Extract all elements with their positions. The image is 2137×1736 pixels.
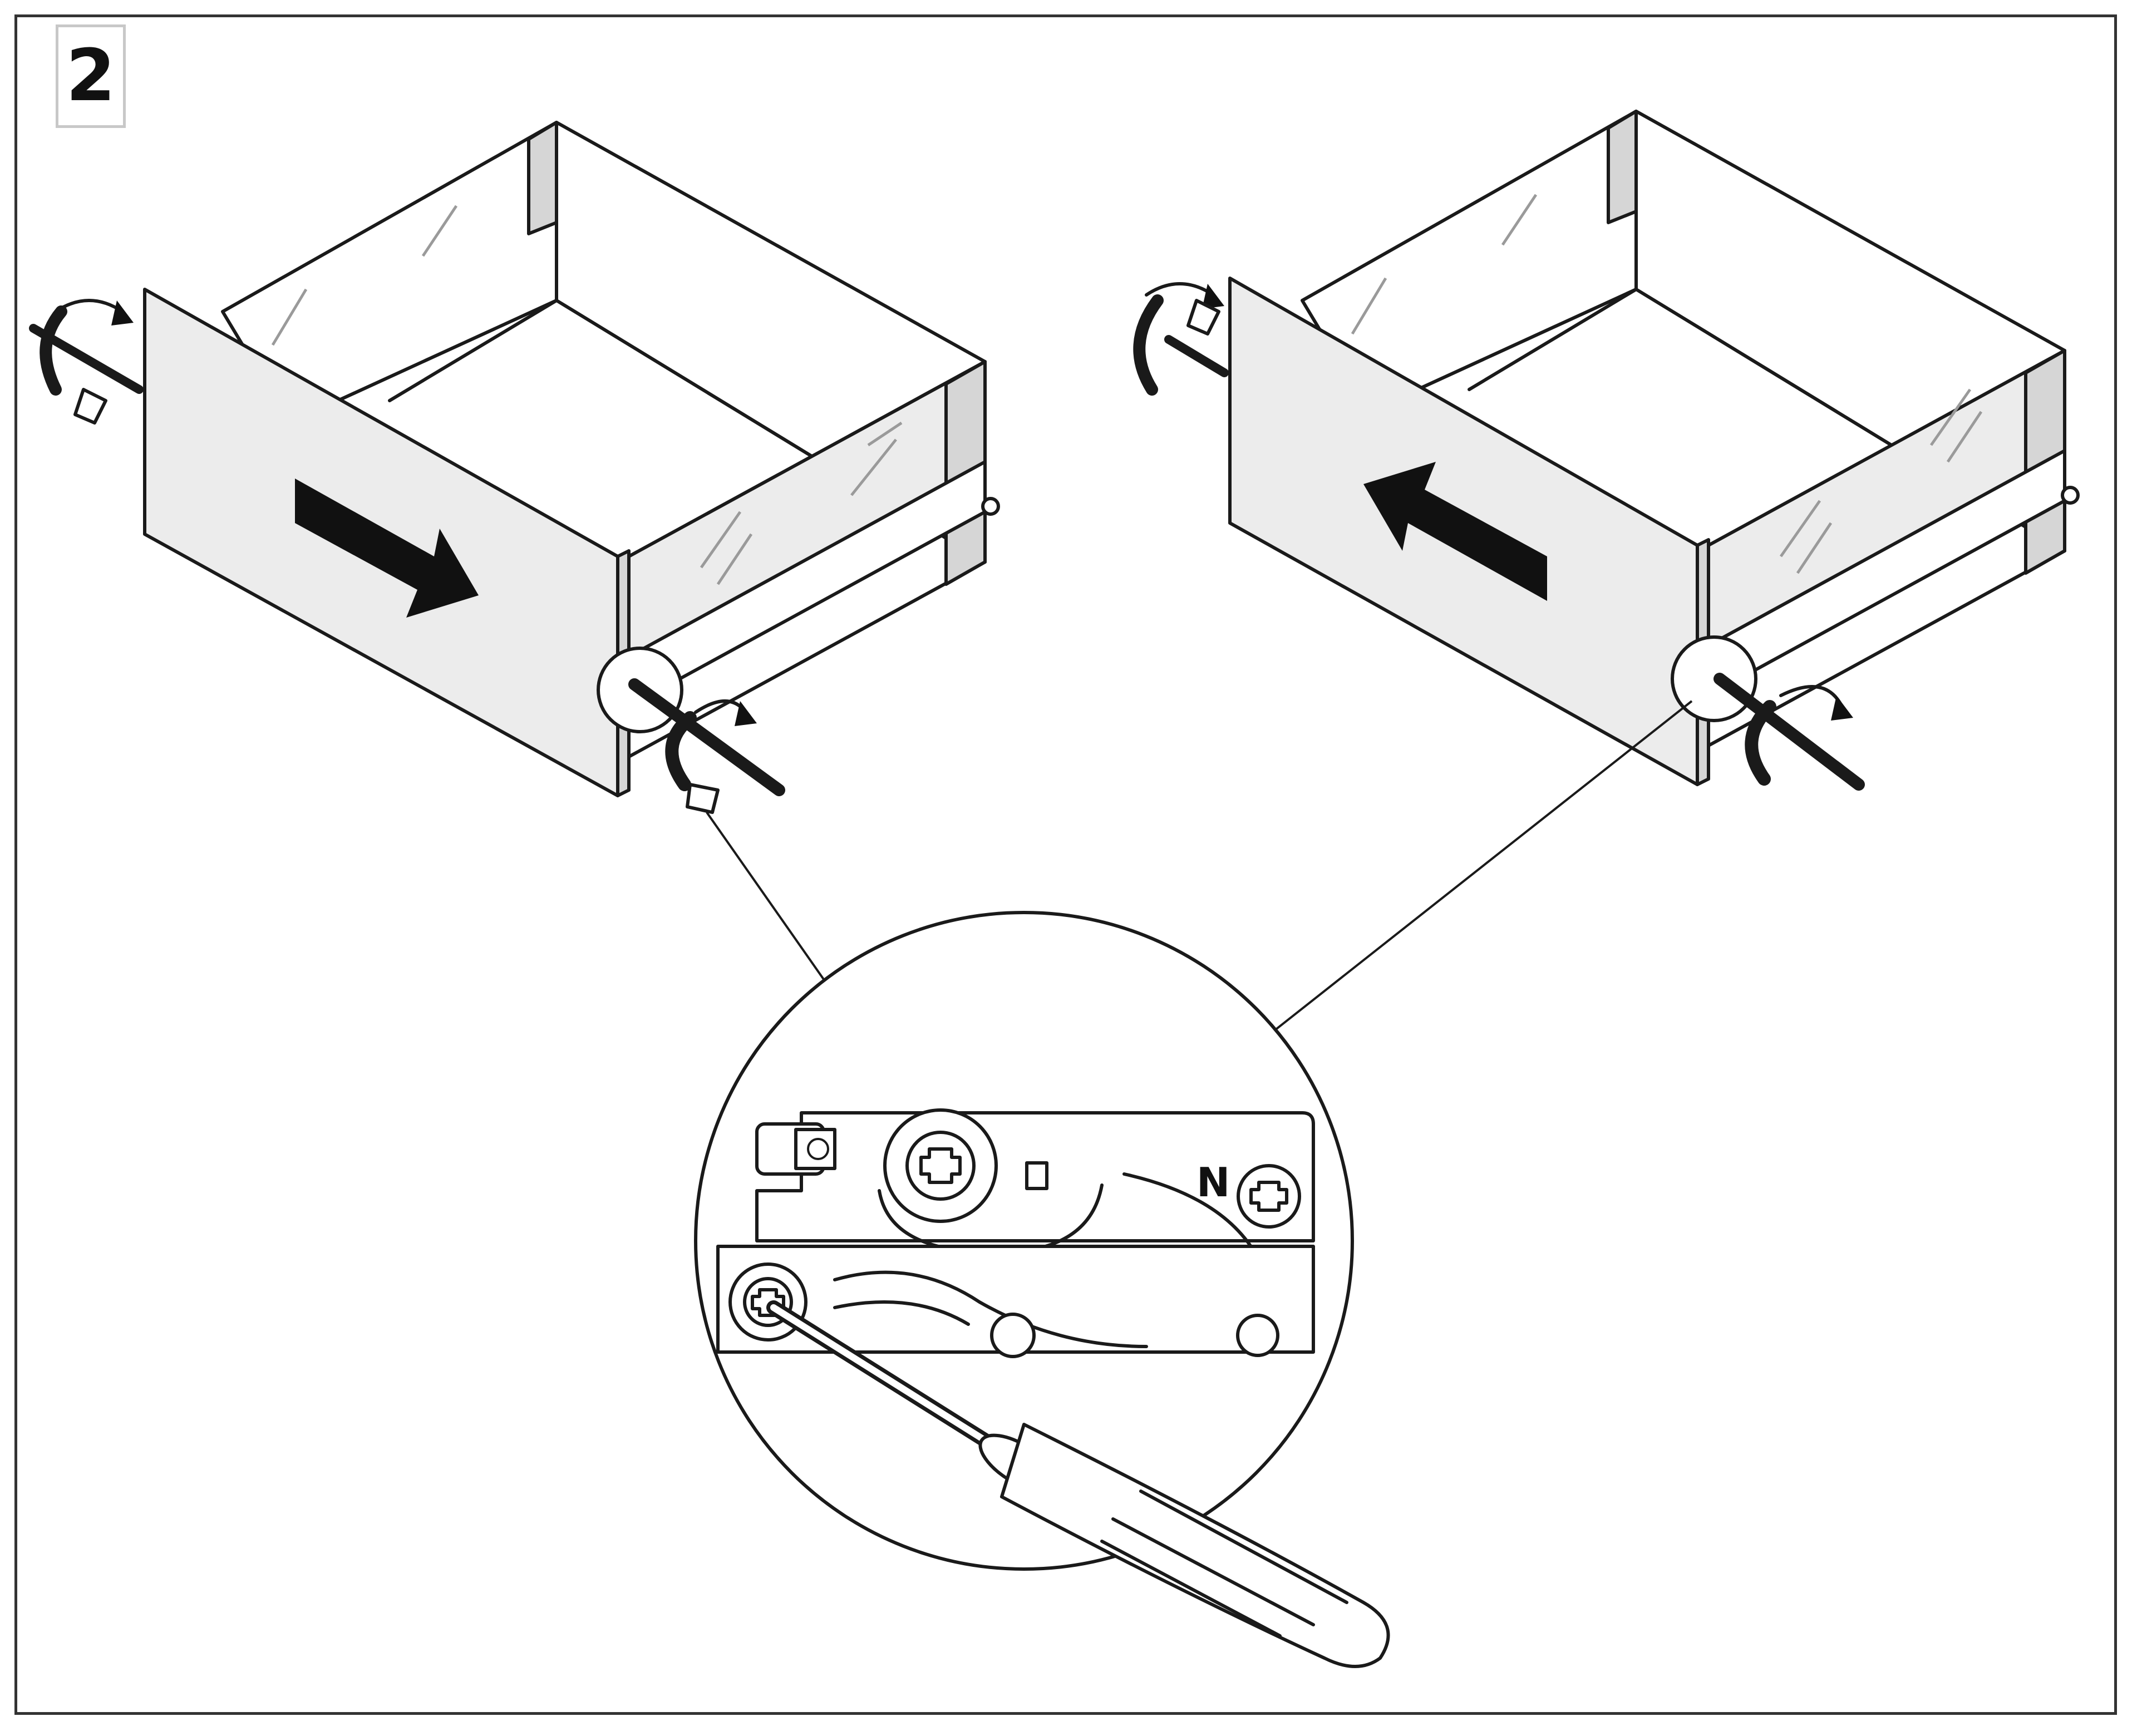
rail-screw	[990, 1313, 1036, 1358]
screwdriver-handle	[1000, 1423, 1390, 1668]
left-drawer-floor-edge	[388, 299, 558, 402]
leader-line-right	[1268, 700, 1693, 1036]
left-drawer	[29, 121, 1000, 814]
arrow-left-icon	[1363, 462, 1547, 601]
screwdriver-icon	[766, 1300, 1390, 1668]
leader-line-left	[706, 811, 825, 980]
arrow-right-icon	[295, 479, 479, 618]
left-drawer-back-post	[527, 121, 558, 235]
left-drawer-rotate-handle-right	[597, 647, 785, 814]
left-drawer-rotate-handle-left	[29, 299, 144, 425]
rotate-arrow-icon	[54, 299, 124, 313]
center-screw	[905, 1131, 976, 1201]
right-drawer-rotate-handle-right	[1671, 635, 1865, 791]
figure-frame	[14, 14, 2117, 1715]
right-drawer-rotate-handle-left	[1133, 282, 1229, 396]
detail-marker-label: N	[1196, 1159, 1230, 1206]
step-badge: 2	[56, 24, 126, 128]
n-screw	[1237, 1164, 1301, 1229]
detail-callout: N	[694, 911, 1390, 1668]
rotate-arrow-icon	[1145, 282, 1215, 297]
right-drawer-back-post	[1607, 110, 1638, 224]
right-drawer	[1133, 110, 2080, 791]
step-number: 2	[66, 34, 116, 117]
